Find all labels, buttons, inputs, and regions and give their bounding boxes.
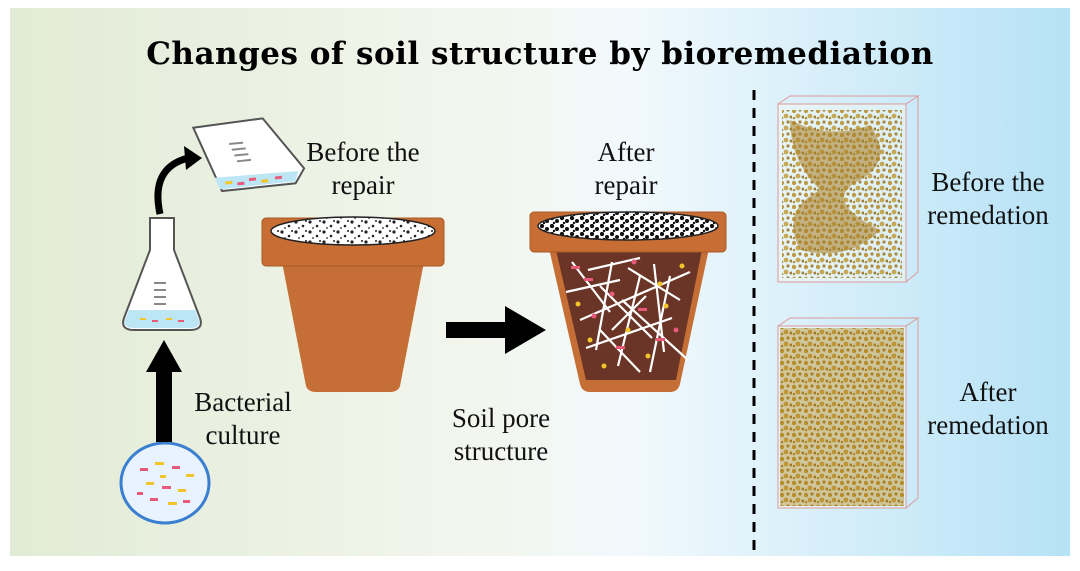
upward-arrow-icon bbox=[146, 340, 182, 442]
before-remedation-label-line1: Before the bbox=[931, 167, 1045, 197]
soil-pore-structure-label-line2: structure bbox=[453, 436, 549, 466]
before-remedation-label: Before the remedation bbox=[910, 166, 1066, 232]
after-remedation-label-line1: After bbox=[959, 377, 1017, 407]
flower-pot-icon bbox=[529, 211, 727, 392]
after-repair-label-line2: repair bbox=[594, 170, 658, 200]
flower-pot-icon bbox=[261, 216, 445, 392]
before-repair-label: Before the repair bbox=[288, 136, 438, 202]
after-remedation-label: After remedation bbox=[910, 376, 1066, 442]
root-network bbox=[565, 256, 691, 373]
soil-pore-structure-label: Soil pore structure bbox=[426, 402, 576, 468]
particle-dots bbox=[571, 259, 685, 369]
after-remedation-label-line2: remedation bbox=[927, 410, 1049, 440]
bacterial-culture-label: Bacterial culture bbox=[168, 386, 318, 452]
right-arrow-icon bbox=[446, 306, 546, 354]
after-repair-label-line1: After bbox=[597, 137, 655, 167]
tilted-flask-icon bbox=[191, 117, 306, 193]
flask-icon bbox=[122, 217, 202, 331]
before-repair-label-line1: Before the bbox=[306, 137, 420, 167]
petri-dish-icon bbox=[119, 441, 211, 525]
ct-scan-cube-icon bbox=[777, 95, 920, 283]
after-repair-label: After repair bbox=[566, 136, 686, 202]
curved-arrow-icon bbox=[154, 146, 202, 215]
bacterial-culture-label-line2: culture bbox=[205, 420, 281, 450]
before-remedation-label-line2: remedation bbox=[927, 200, 1049, 230]
soil-pore-structure-label-line1: Soil pore bbox=[451, 403, 551, 433]
bacterial-culture-label-line1: Bacterial bbox=[194, 387, 292, 417]
figure-title: Changes of soil structure by bioremediat… bbox=[146, 36, 934, 72]
before-repair-label-line2: repair bbox=[331, 170, 395, 200]
ct-scan-cube-icon bbox=[777, 317, 920, 509]
